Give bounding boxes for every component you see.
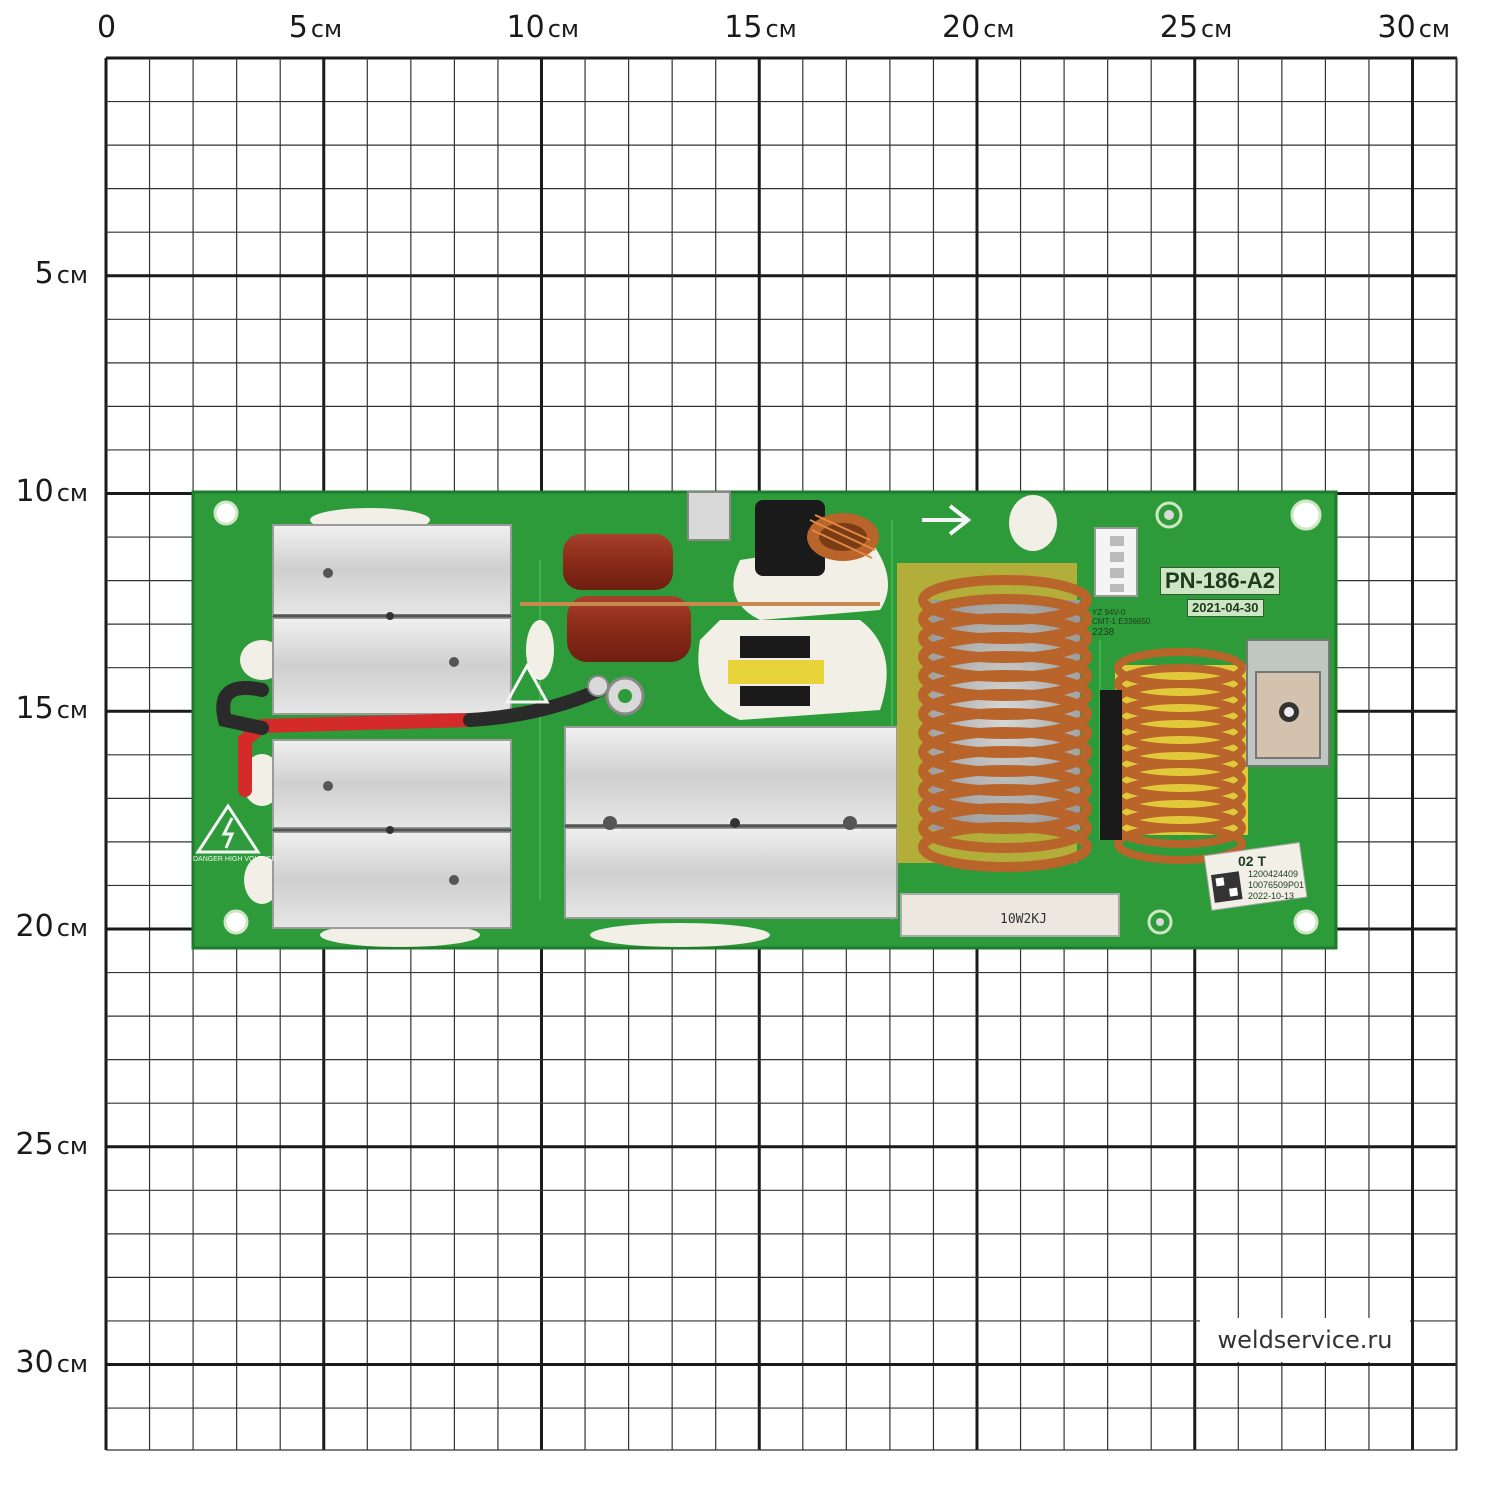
busbar-pad xyxy=(1246,639,1330,767)
circuit-board xyxy=(191,490,1338,950)
film-capacitor xyxy=(520,534,880,662)
heatsink-center xyxy=(564,726,898,919)
danger-warning-text: DANGER HIGH VOLTAGE xyxy=(193,856,277,863)
barcode-sticker xyxy=(1203,841,1308,911)
sticker-line: 2022-10-13 xyxy=(1248,891,1295,901)
small-transformer xyxy=(725,632,825,712)
warning-triangle-icon xyxy=(195,803,261,854)
sticker-title: 02 T xyxy=(1238,853,1267,869)
sticker-line: 10076509P01 xyxy=(1248,880,1305,890)
arrow-right-icon xyxy=(922,504,972,536)
x-tick-label: 0 xyxy=(97,10,117,45)
small-inductor xyxy=(755,500,879,576)
mounting-hole xyxy=(213,499,1322,935)
black-cable xyxy=(216,681,607,735)
warning-triangle-icon xyxy=(504,662,550,704)
sticker-line: 1200424409 xyxy=(1248,869,1299,879)
copper-winding xyxy=(1114,824,1246,864)
power-resistor xyxy=(900,893,1120,937)
part-number-label: PN-186-A2 xyxy=(1160,567,1281,595)
connector-p2 xyxy=(1094,527,1138,597)
resistor-code-label: 10W2KJ xyxy=(1000,912,1047,927)
board-date-label: 2021-04-30 xyxy=(1187,599,1264,617)
copper-winding xyxy=(918,803,1092,853)
toroid-choke xyxy=(1100,648,1248,864)
ul-marking: YZ 94V-0 xyxy=(1092,608,1126,617)
watermark: weldservice.ru xyxy=(1200,1318,1410,1362)
toroid-transformer xyxy=(897,563,1092,872)
ul-marking: CMT-1 E336650 xyxy=(1092,617,1151,626)
heatsink-left xyxy=(272,524,512,929)
ul-marking: 2238 xyxy=(1092,627,1115,638)
fuse-holder xyxy=(687,491,731,541)
copper-winding xyxy=(918,822,1092,872)
